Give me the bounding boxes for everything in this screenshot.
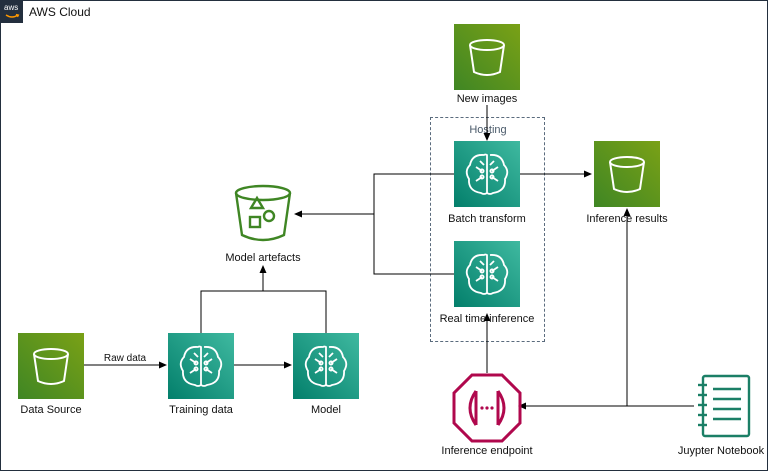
hosting-group-label: Hosting [469,124,507,136]
sagemaker-icon [293,333,359,399]
edge-notebook-to-results [623,208,694,407]
model-artefacts-bucket-icon [234,184,292,242]
model-artefacts-label: Model artefacts [225,252,301,264]
inference-endpoint-icon [452,373,522,443]
model-label: Model [311,404,341,416]
real-time-inference-label: Real time inference [439,313,535,325]
sagemaker-icon [168,333,234,399]
aws-logo-text: aws [4,3,19,12]
training-data-label: Training data [169,404,233,416]
edge-raw-data-label: Raw data [103,353,147,364]
data-source-label: Data Source [20,404,82,416]
s3-bucket-icon [454,24,520,90]
s3-bucket-icon [18,333,84,399]
inference-results-label: Inference results [586,213,668,225]
s3-bucket-icon [594,141,660,207]
inference-endpoint-label: Inference endpoint [441,445,533,457]
sagemaker-icon [454,141,520,207]
edge-training-model-bracket [200,290,327,333]
jupyter-notebook-label: Juypter Notebook [677,445,765,457]
edge-batch-loop [373,173,454,275]
notebook-icon [698,374,751,438]
new-images-label: New images [456,93,518,105]
aws-cloud-title: AWS Cloud [29,5,91,19]
batch-transform-label: Batch transform [448,213,526,225]
aws-logo-icon: aws [1,1,23,23]
sagemaker-icon [454,241,520,307]
